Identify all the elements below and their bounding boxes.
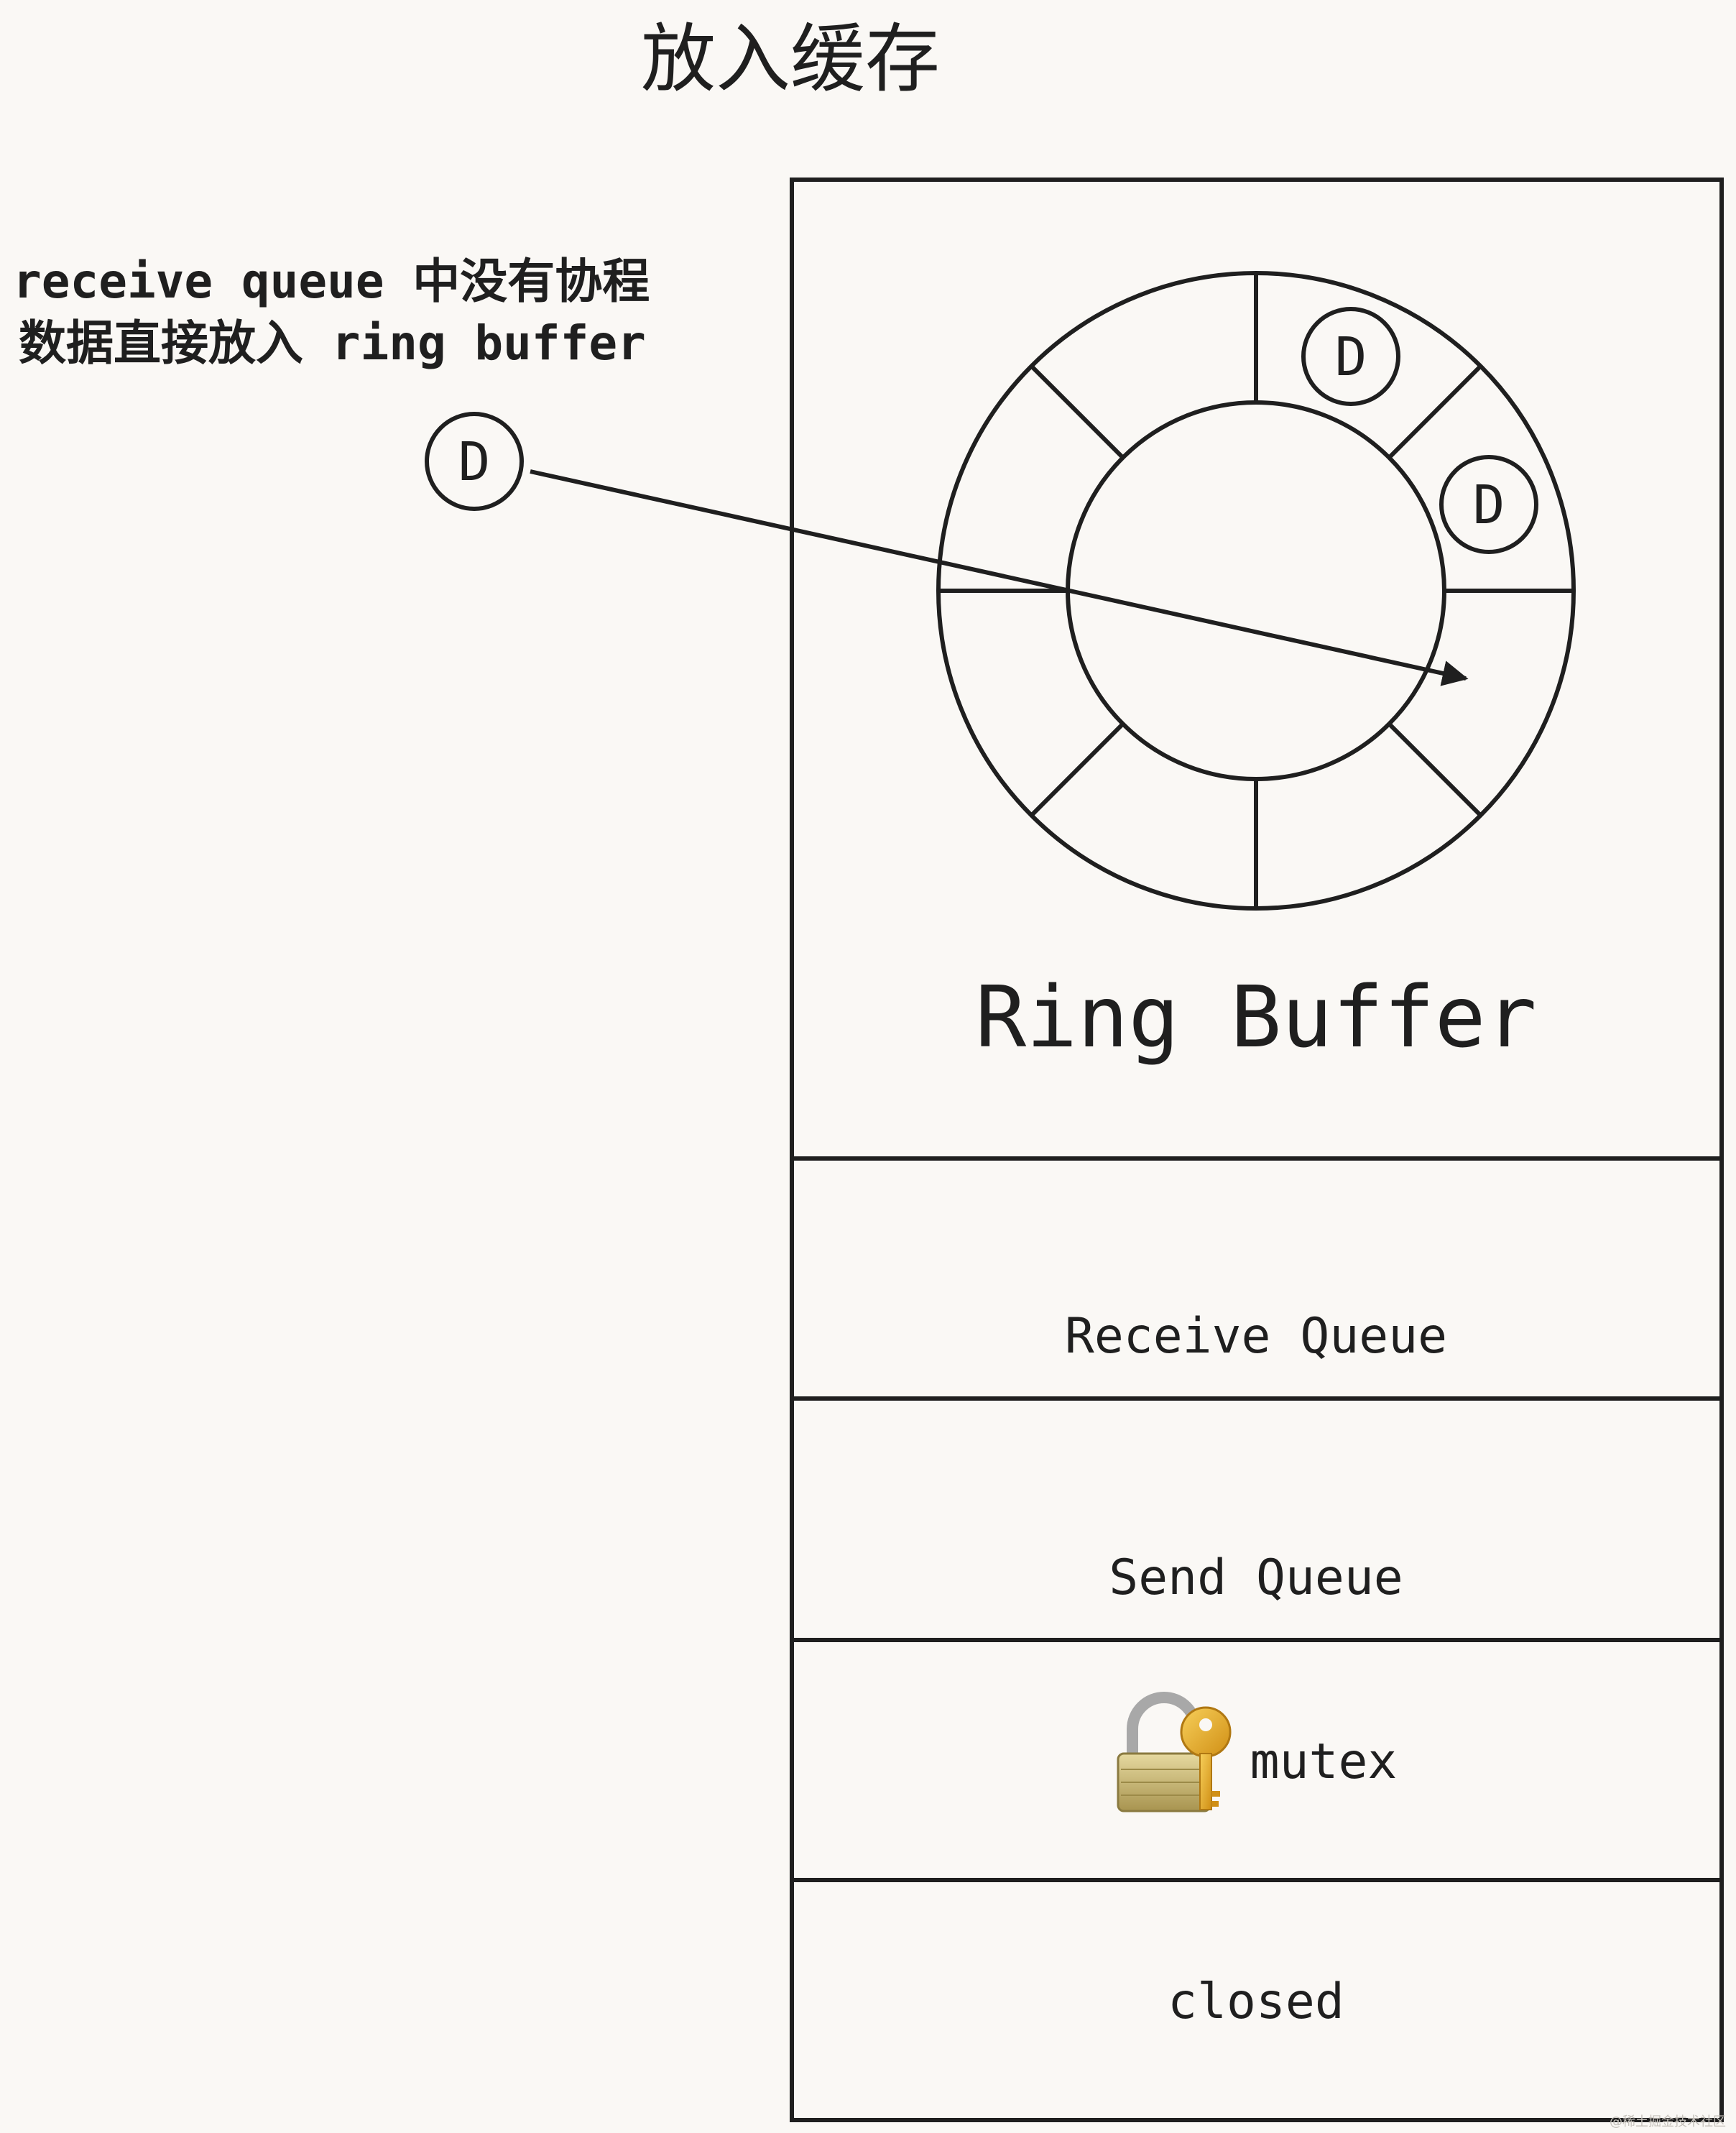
receive-queue-label: Receive Queue (1065, 1308, 1447, 1365)
note-line-1: receive queue 中没有协程 (13, 254, 650, 309)
note-line-2: 数据直接放入 ring buffer (19, 315, 646, 371)
lock-key-icon (1117, 1692, 1232, 1812)
ring-slot-divider (1387, 722, 1483, 818)
ring-buffer-label: Ring Buffer (975, 967, 1536, 1066)
diagram-title: 放入缓存 (641, 15, 940, 103)
ring-item: D (1301, 307, 1400, 406)
mutex-label: mutex (1250, 1733, 1398, 1790)
ring-item-label: D (1335, 326, 1367, 388)
incoming-data-item: D (425, 412, 524, 511)
closed-label: closed (1168, 1973, 1344, 2030)
watermark: @稀土掘金技术社区 (1610, 2114, 1726, 2129)
ring-slot-divider (1029, 722, 1125, 818)
ring-item: D (1439, 455, 1538, 554)
ring-buffer (936, 271, 1576, 911)
channel-box (790, 178, 1724, 2122)
ring-item-label: D (1473, 474, 1505, 536)
ring-slot-divider (1029, 364, 1125, 460)
ring-inner (1066, 400, 1446, 781)
ring-slot-divider (1387, 364, 1483, 460)
insert-arrow (530, 469, 1469, 686)
channel-struct (790, 178, 1724, 2122)
send-queue-label: Send Queue (1109, 1549, 1403, 1606)
incoming-data-label: D (458, 431, 491, 493)
